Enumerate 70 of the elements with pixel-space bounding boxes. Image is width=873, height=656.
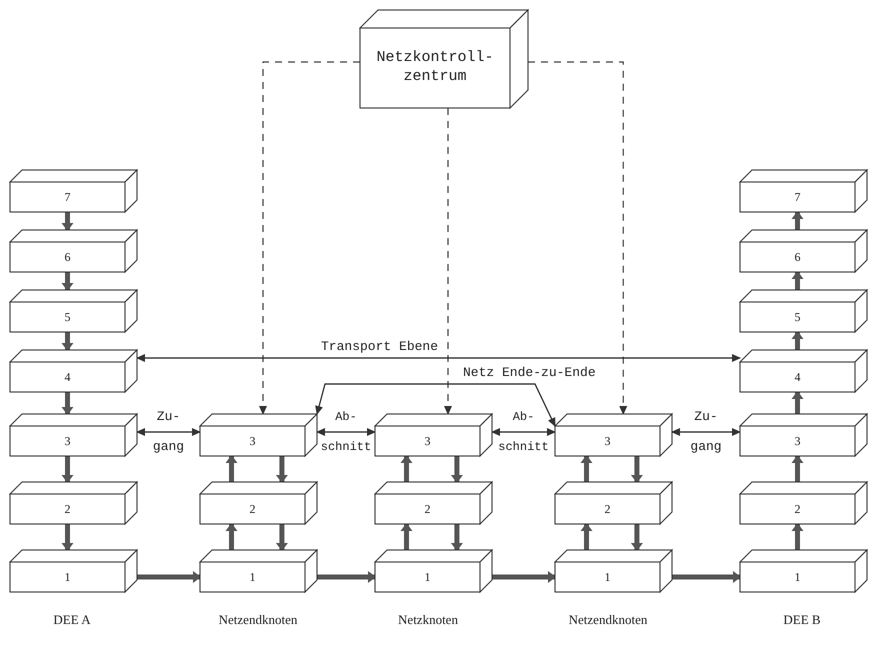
layer-number: 1 <box>794 570 800 584</box>
arrow <box>62 272 74 291</box>
arrow <box>450 524 463 551</box>
layer-number: 5 <box>794 310 800 324</box>
double-arrow <box>136 354 741 362</box>
arrow <box>226 455 238 482</box>
layer-number: 6 <box>794 250 800 264</box>
layer-number: 2 <box>794 502 800 516</box>
arrow <box>630 456 643 483</box>
arrow <box>226 523 238 550</box>
arrow <box>276 524 288 551</box>
edge-label: Zu- gang <box>689 408 723 456</box>
layer-number: 1 <box>64 570 70 584</box>
arrow <box>137 571 201 583</box>
arrow <box>792 331 804 350</box>
arrow <box>276 456 288 483</box>
dashed-arrow <box>444 108 452 415</box>
layer-number: 2 <box>250 502 256 516</box>
column-caption: DEE B <box>782 612 822 629</box>
column-caption: Netzknoten <box>397 612 459 629</box>
column-caption: DEE A <box>52 612 92 629</box>
edge-label: Ab- schnitt <box>497 409 550 456</box>
layer-number: 6 <box>64 250 70 264</box>
arrow <box>792 523 804 550</box>
arrow <box>400 523 412 550</box>
double-arrow <box>136 428 201 436</box>
layer-number: 4 <box>794 370 800 384</box>
arrow <box>580 523 592 550</box>
layer-number: 3 <box>64 434 70 448</box>
arrow <box>62 524 74 551</box>
dashed-arrow <box>528 62 628 415</box>
layer-number: 7 <box>794 190 800 204</box>
layer-number: 4 <box>64 370 70 384</box>
layer-number: 3 <box>794 434 800 448</box>
column-caption: Netzendknoten <box>568 612 648 629</box>
layer-number: 1 <box>424 570 430 584</box>
edge-label: Ab- schnitt <box>320 409 372 456</box>
arrow <box>62 212 74 231</box>
layer-number: 5 <box>64 310 70 324</box>
box-title: Netzkontroll- zentrum <box>375 49 495 87</box>
column-caption: Netzendknoten <box>218 612 298 629</box>
double-arrow <box>491 428 556 436</box>
arrow <box>580 455 592 482</box>
edge-label: Zu- gang <box>152 408 186 456</box>
arrow <box>62 332 74 351</box>
arrow <box>792 271 804 290</box>
layer-number: 1 <box>604 570 610 584</box>
layer-number: 2 <box>424 502 430 516</box>
arrow <box>62 392 74 415</box>
layer-number: 3 <box>250 434 256 448</box>
arrow <box>62 456 74 483</box>
layer-number: 2 <box>604 502 610 516</box>
arrow <box>492 571 556 583</box>
double-arrow <box>671 428 741 436</box>
layer-number: 7 <box>64 190 70 204</box>
arrow <box>672 571 741 583</box>
double-arrow <box>316 428 376 436</box>
arrow <box>792 455 804 482</box>
arrow <box>450 456 463 483</box>
arrow <box>792 391 804 414</box>
layer-number: 2 <box>64 502 70 516</box>
layer-number: 3 <box>424 434 430 448</box>
double-arrow <box>315 383 556 427</box>
arrow <box>317 571 376 583</box>
dashed-arrow <box>259 62 360 415</box>
arrow <box>792 211 804 230</box>
layer-number: 1 <box>250 570 256 584</box>
arrow <box>630 524 643 551</box>
arrow <box>400 455 412 482</box>
layer-number: 3 <box>604 434 610 448</box>
